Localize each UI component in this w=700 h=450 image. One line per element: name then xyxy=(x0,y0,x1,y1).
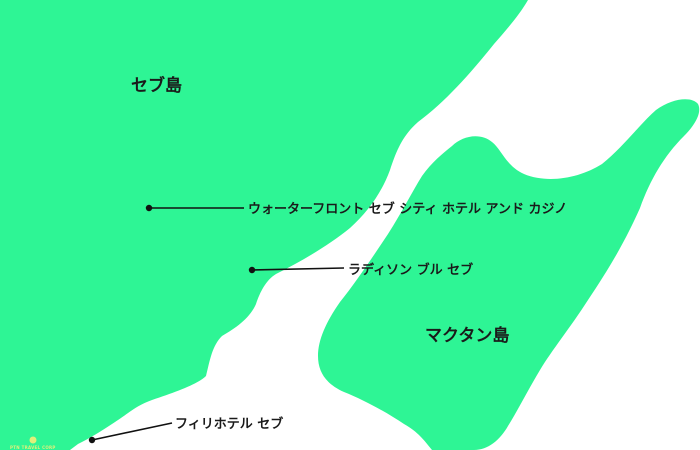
mactan-island-shape[interactable] xyxy=(318,99,700,450)
mactan-island-label: マクタン島 xyxy=(425,325,509,346)
poi-label-waterfront: ウォーターフロント セブ シティ ホテル アンド カジノ xyxy=(248,201,567,217)
watermark-logo: PTN TRAVEL CORP xyxy=(10,436,56,450)
map-pin-waterfront[interactable] xyxy=(145,204,153,212)
poi-radisson[interactable]: ラディソン ブル セブ xyxy=(248,262,473,278)
sun-icon xyxy=(29,436,37,444)
watermark-text: PTN TRAVEL CORP xyxy=(10,445,56,450)
poi-label-radisson: ラディソン ブル セブ xyxy=(348,262,473,278)
cebu-island-shape[interactable] xyxy=(0,0,528,450)
poi-label-fili-hotel: フィリホテル セブ xyxy=(175,416,283,432)
poi-fili-hotel[interactable]: フィリホテル セブ xyxy=(88,416,283,444)
map-pin-fili-hotel[interactable] xyxy=(88,436,96,444)
leader-line-radisson xyxy=(251,267,345,271)
map-pin-radisson[interactable] xyxy=(248,266,256,274)
cebu-island-label: セブ島 xyxy=(131,75,182,96)
leader-line-fili-hotel xyxy=(91,422,173,441)
poi-waterfront[interactable]: ウォーターフロント セブ シティ ホテル アンド カジノ xyxy=(145,201,567,217)
